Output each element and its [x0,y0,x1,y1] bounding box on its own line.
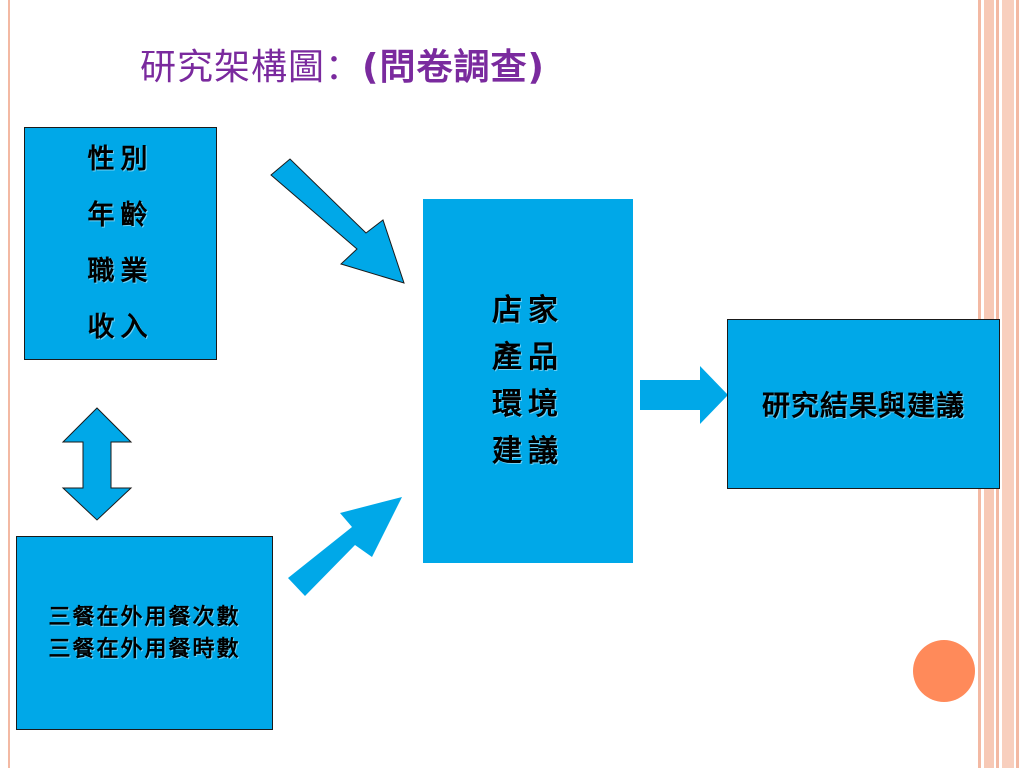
center-item-store: 店家 [492,293,564,328]
right-stripe [1016,0,1019,768]
result-box: 研究結果與建議 [727,319,1000,489]
arrow-up-right-icon [288,497,402,596]
demographics-item-occupation: 職業 [87,255,154,287]
result-label: 研究結果與建議 [761,389,965,422]
demographics-item-age: 年齡 [87,199,154,231]
arrow-down-right-icon [270,158,405,284]
dining-box: 三餐在外用餐次數 三餐在外用餐時數 [16,536,273,730]
dining-item-hours: 三餐在外用餐時數 [48,636,241,662]
demographics-box: 性別 年齡 職業 收入 [24,127,217,360]
title-paren: (問卷調查) [362,47,545,88]
right-stripe [1002,0,1014,768]
left-border-line [8,0,10,768]
center-item-suggestion: 建議 [492,434,564,469]
center-item-environment: 環境 [492,387,564,422]
up-down-arrow-icon [61,407,133,521]
title-main: 研究架構圖： [140,47,363,88]
center-box: 店家 產品 環境 建議 [423,199,633,563]
demographics-item-gender: 性別 [87,143,154,175]
dining-item-count: 三餐在外用餐次數 [48,604,241,630]
decorative-circle [913,640,975,702]
demographics-item-income: 收入 [87,311,154,343]
arrow-right-icon [640,366,728,424]
page-title: 研究架構圖：(問卷調查) [140,38,545,90]
center-item-product: 產品 [492,340,564,375]
